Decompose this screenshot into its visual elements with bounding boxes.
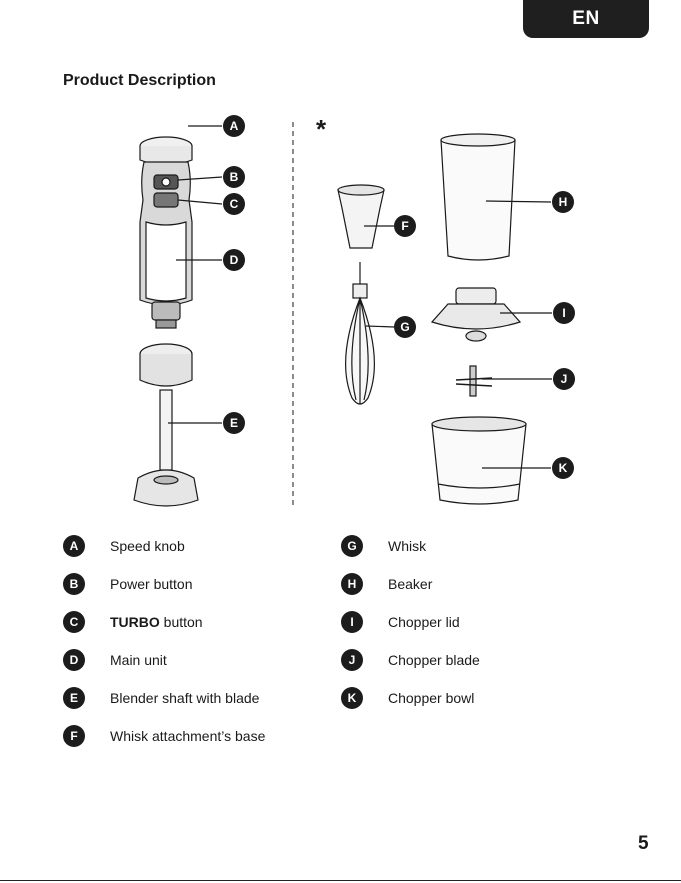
legend-badge: B (63, 573, 85, 595)
footer-rule (0, 880, 681, 881)
callout-c: C (223, 193, 245, 215)
legend-label-rest: button (160, 614, 203, 630)
legend-label: Whisk (388, 538, 426, 554)
callout-j: J (553, 368, 575, 390)
legend-item-i: I Chopper lid (341, 611, 460, 633)
legend-badge: D (63, 649, 85, 671)
callout-g: G (394, 316, 416, 338)
legend-label: Chopper lid (388, 614, 460, 630)
legend-badge: G (341, 535, 363, 557)
legend-badge: K (341, 687, 363, 709)
callout-k: K (552, 457, 574, 479)
legend-badge: F (63, 725, 85, 747)
svg-text:E: E (230, 416, 238, 430)
callout-f: F (394, 215, 416, 237)
svg-text:D: D (230, 253, 239, 267)
legend-label: Power button (110, 576, 193, 592)
legend-item-e: E Blender shaft with blade (63, 687, 259, 709)
legend-label: Speed knob (110, 538, 185, 554)
legend-badge: I (341, 611, 363, 633)
legend-badge: C (63, 611, 85, 633)
legend-item-k: K Chopper bowl (341, 687, 474, 709)
legend-item-d: D Main unit (63, 649, 167, 671)
legend-item-j: J Chopper blade (341, 649, 480, 671)
svg-text:J: J (561, 372, 568, 386)
callout-d: D (223, 249, 245, 271)
page-number: 5 (638, 833, 649, 855)
legend-label: Beaker (388, 576, 432, 592)
callout-e: E (223, 412, 245, 434)
legend-badge: E (63, 687, 85, 709)
legend-item-f: F Whisk attachment’s base (63, 725, 265, 747)
svg-text:A: A (230, 119, 239, 133)
legend-label: Blender shaft with blade (110, 690, 259, 706)
legend-label: Chopper blade (388, 652, 480, 668)
callout-b: B (223, 166, 245, 188)
svg-text:K: K (559, 461, 568, 475)
svg-text:B: B (230, 170, 239, 184)
legend-label-bold: TURBO (110, 614, 160, 630)
legend-item-a: A Speed knob (63, 535, 185, 557)
legend-label: TURBO button (110, 614, 203, 630)
svg-text:I: I (562, 306, 565, 320)
callout-i: I (553, 302, 575, 324)
svg-text:H: H (559, 195, 568, 209)
legend-badge: A (63, 535, 85, 557)
svg-text:G: G (400, 320, 409, 334)
svg-text:F: F (401, 219, 408, 233)
legend-label: Main unit (110, 652, 167, 668)
legend-item-h: H Beaker (341, 573, 432, 595)
svg-text:C: C (230, 197, 239, 211)
legend-badge: H (341, 573, 363, 595)
legend-item-c: C TURBO button (63, 611, 203, 633)
callout-a: A (223, 115, 245, 137)
legend-badge: J (341, 649, 363, 671)
legend-item-g: G Whisk (341, 535, 426, 557)
legend-label: Chopper bowl (388, 690, 474, 706)
legend-item-b: B Power button (63, 573, 193, 595)
legend-label: Whisk attachment’s base (110, 728, 265, 744)
callout-h: H (552, 191, 574, 213)
